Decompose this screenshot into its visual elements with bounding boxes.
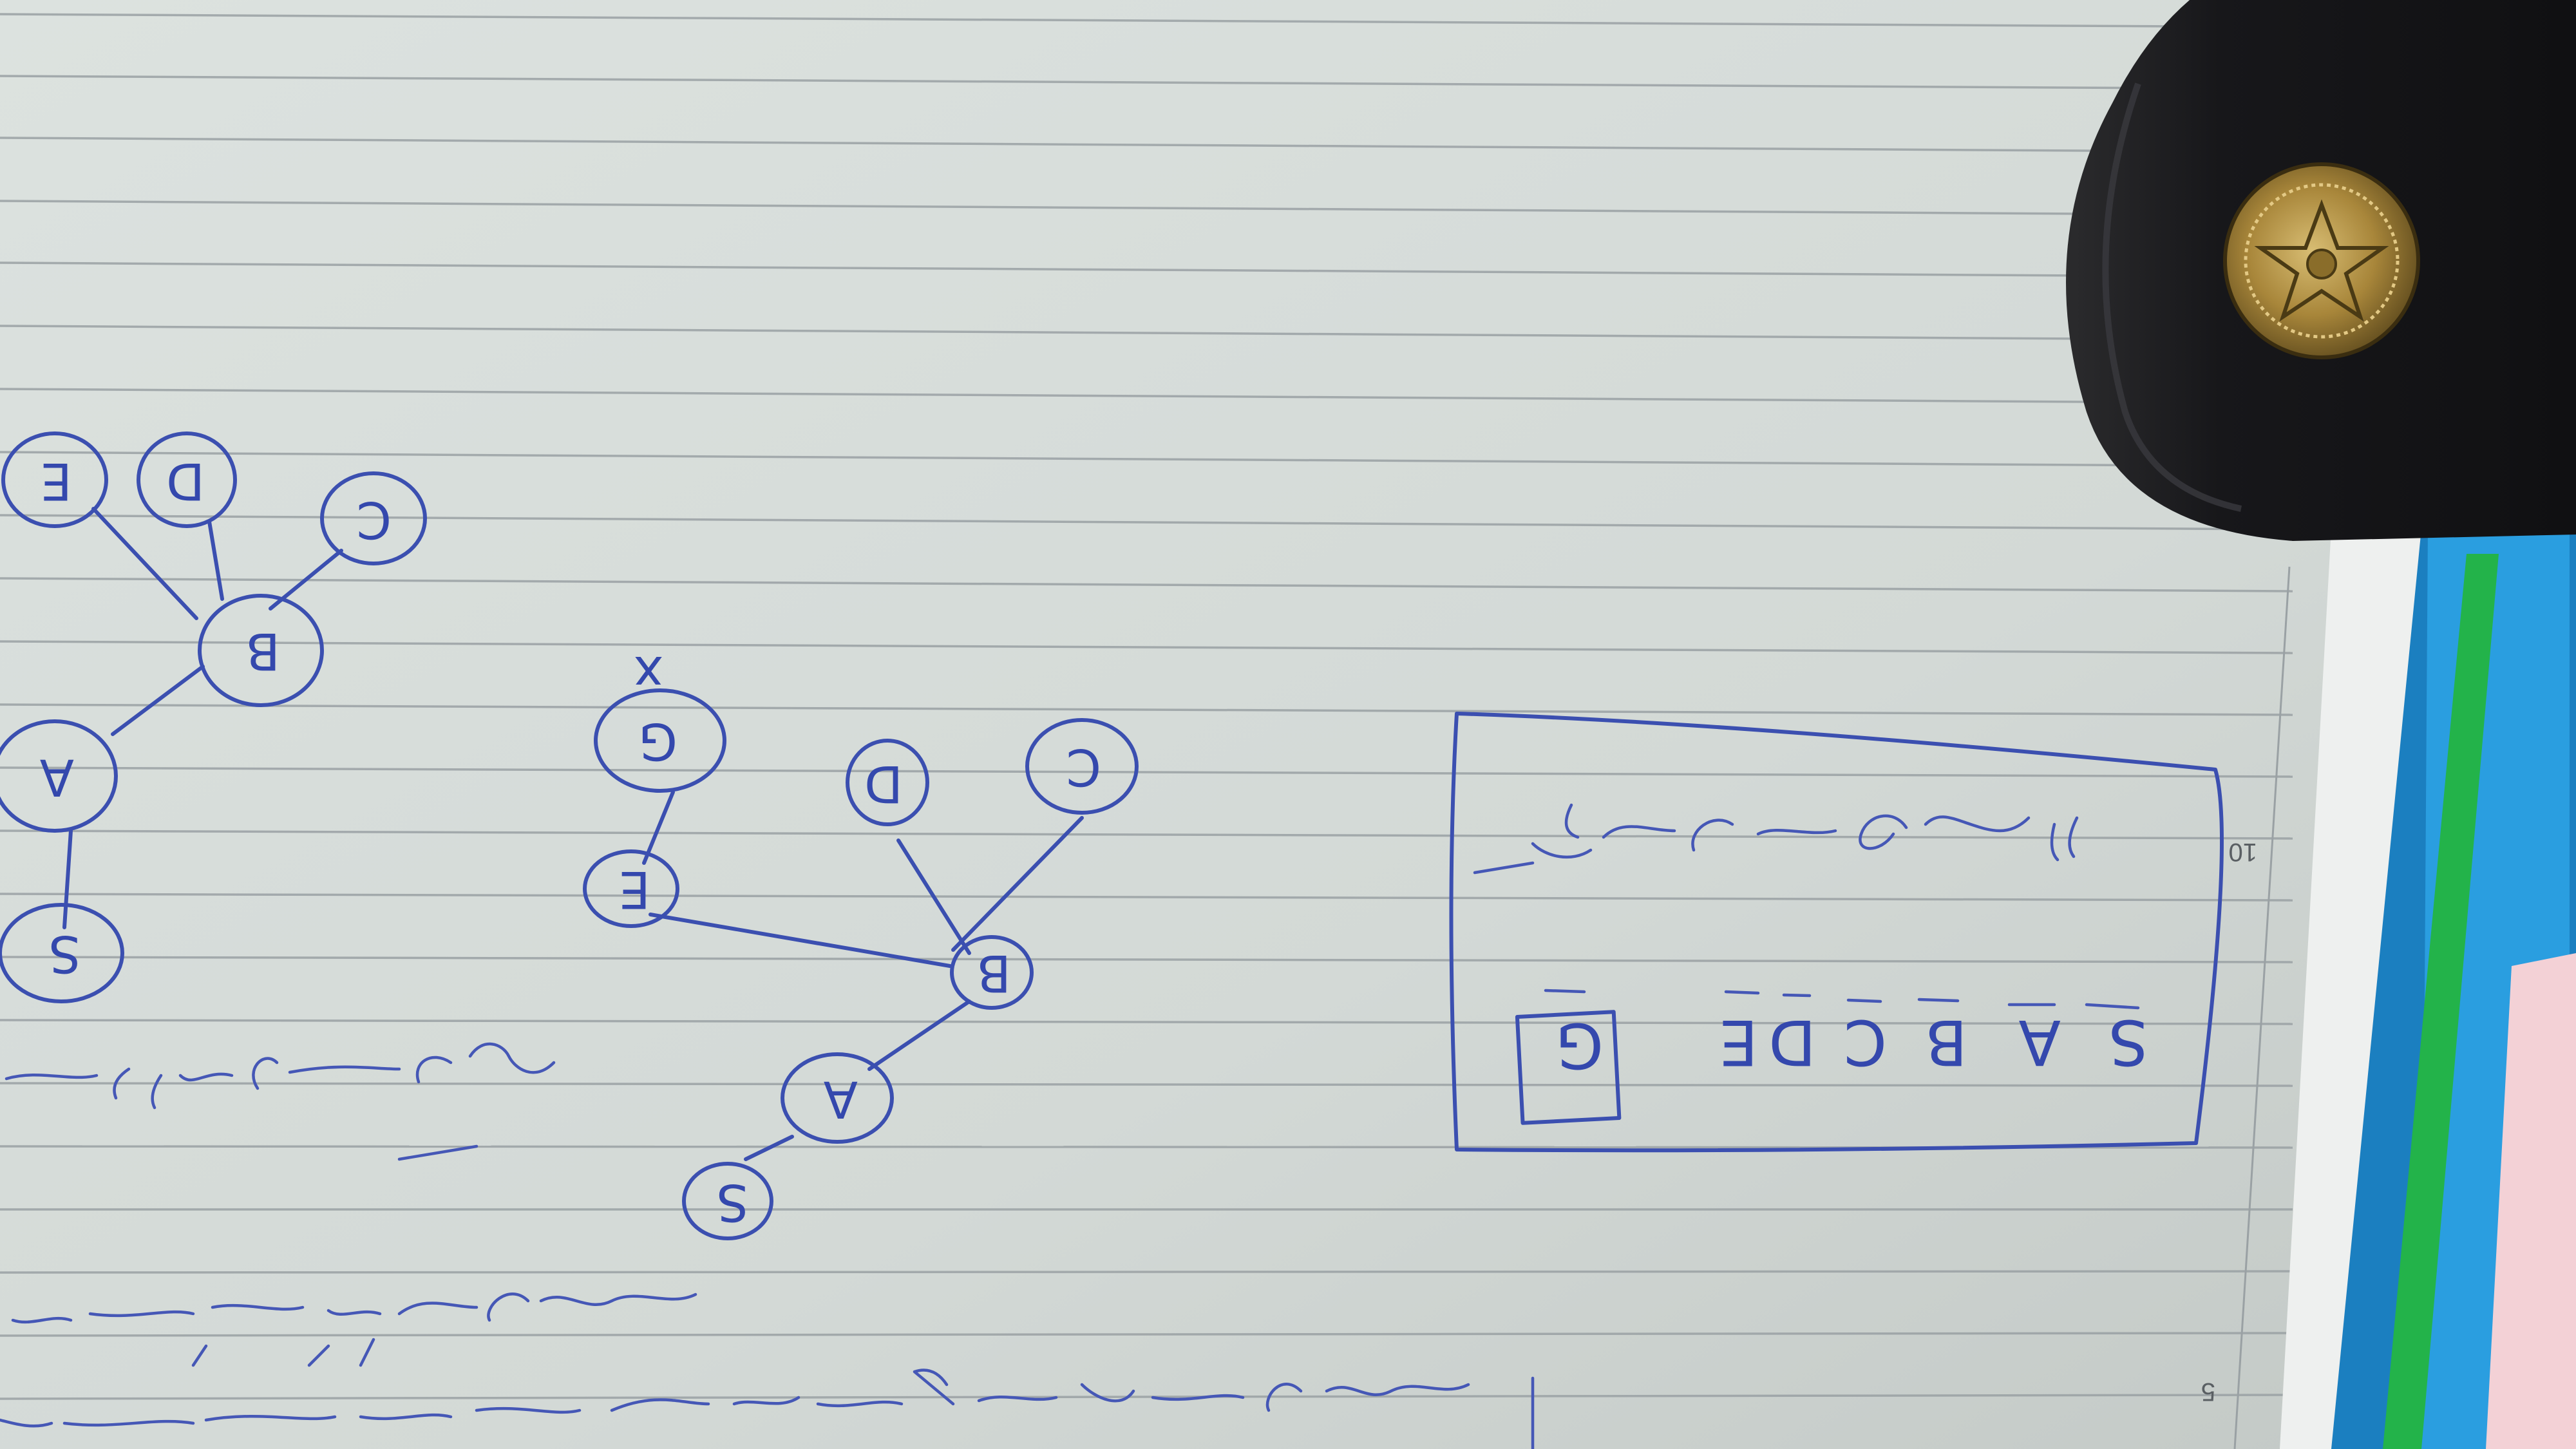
mid-node-c xyxy=(1025,718,1139,815)
svg-text:A: A xyxy=(824,1070,858,1128)
svg-text:B: B xyxy=(245,621,280,679)
top-node-e xyxy=(1,431,108,528)
top-node-d xyxy=(137,431,237,528)
svg-text:E: E xyxy=(41,451,72,509)
top-node-s xyxy=(0,903,124,1003)
top-node-b xyxy=(198,594,324,707)
mid-node-b xyxy=(950,935,1034,1010)
tree-top: S A B C D E xyxy=(0,431,427,1003)
page-number-10: 10 xyxy=(2229,838,2258,866)
mid-node-e xyxy=(583,849,679,928)
notebook-edge xyxy=(2280,515,2576,1449)
svg-text:E: E xyxy=(619,860,650,918)
svg-text:C: C xyxy=(357,490,392,548)
svg-text:S: S xyxy=(48,924,80,982)
box-letter-g: G xyxy=(1556,1009,1604,1081)
mid-node-s xyxy=(682,1162,773,1240)
box-letter-c: C xyxy=(1844,1006,1887,1078)
svg-text:C: C xyxy=(1066,737,1101,795)
box-handwriting xyxy=(1473,803,2079,875)
notebook-strap xyxy=(2066,0,2576,541)
handwritten-notes xyxy=(0,1043,1535,1449)
mid-node-d xyxy=(846,739,929,826)
tree-middle: S A B C D E G x xyxy=(583,645,1139,1240)
top-node-a xyxy=(0,719,118,833)
box-letter-b: B xyxy=(1925,1006,1967,1078)
svg-text:S: S xyxy=(716,1173,748,1231)
svg-text:D: D xyxy=(864,754,903,812)
svg-text:D: D xyxy=(166,451,205,509)
box-letter-a: A xyxy=(2018,1006,2061,1078)
box-letter-e: E xyxy=(1719,1006,1758,1078)
sequence-box: S A B C D E G xyxy=(1449,712,2224,1153)
box-letter-s: S xyxy=(2108,1006,2148,1078)
highlighted-node-box xyxy=(1515,1010,1622,1125)
svg-text:B: B xyxy=(976,943,1011,1001)
page-number-5: 5 xyxy=(2201,1378,2215,1406)
box-letter-d: D xyxy=(1768,1006,1816,1078)
svg-text:A: A xyxy=(40,748,74,806)
top-node-c xyxy=(320,471,427,565)
cross-mark: x xyxy=(634,645,663,703)
margin-line xyxy=(2233,566,2291,1449)
mid-node-g xyxy=(594,688,726,793)
mid-node-a xyxy=(781,1052,894,1144)
svg-text:G: G xyxy=(639,712,677,770)
